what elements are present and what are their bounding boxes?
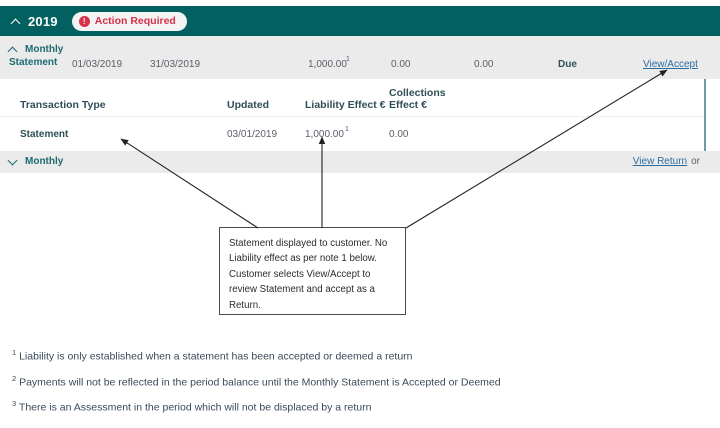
monthly-statement-summary-row[interactable]: Monthly Statement 01/03/2019 31/03/2019 … [0, 36, 720, 79]
alert-circle-icon: ! [78, 15, 90, 27]
monthly-row-title[interactable]: Monthly [9, 156, 63, 167]
summary-title[interactable]: Monthly Statement [9, 43, 63, 69]
table-right-border [704, 79, 706, 151]
column-header-updated: Updated [227, 99, 269, 111]
summary-period-start: 01/03/2019 [72, 59, 123, 70]
transactions-table-header: Transaction Type Updated Liability Effec… [0, 79, 706, 117]
cell-liability-effect-note: 1 [345, 125, 349, 133]
cell-transaction-type: Statement [20, 128, 69, 140]
summary-title-line1: Monthly [25, 44, 64, 55]
view-return-link[interactable]: View Return [632, 156, 688, 167]
monthly-row-actions: View Return or [633, 156, 700, 167]
cell-collections-effect: 0.00 [389, 128, 409, 140]
chevron-up-icon[interactable] [9, 45, 18, 54]
summary-collections-effect: 0.00 [391, 59, 411, 70]
footnote-1-marker: 1 [12, 348, 17, 357]
status-badge: ! Action Required [71, 11, 187, 31]
footnotes: 1 Liability is only established when a s… [12, 342, 712, 419]
column-header-collections-effect: Collections Effect € [389, 87, 446, 111]
summary-status: Due [558, 59, 577, 70]
monthly-row-trailing-text: or [691, 156, 700, 167]
view-accept-link[interactable]: View/Accept [643, 59, 698, 70]
footnote-2-marker: 2 [12, 373, 17, 383]
year-band[interactable]: 2019 ! Action Required [0, 6, 720, 36]
chevron-down-icon[interactable] [9, 157, 18, 166]
year-label: 2019 [28, 13, 58, 29]
column-header-liability-effect: Liability Effect € [305, 99, 386, 111]
monthly-row-label: Monthly [25, 156, 64, 167]
footnote-3-marker: 3 [12, 399, 17, 408]
footnote-1: 1 Liability is only established when a s… [12, 342, 712, 368]
status-badge-label: Action Required [94, 15, 176, 27]
cell-liability-effect: 1,000.00 [305, 128, 344, 140]
footnote-2: 2 Payments will not be reflected in the … [12, 368, 712, 394]
summary-liability-effect-note: 1 [346, 56, 350, 63]
table-row[interactable]: Statement 03/01/2019 1,000.00 1 0.00 [0, 117, 706, 151]
column-header-transaction-type: Transaction Type [20, 99, 106, 111]
footnote-3-text: There is an Assessment in the period whi… [18, 401, 372, 414]
summary-balance: 0.00 [474, 59, 494, 70]
footnote-3: 3 There is an Assessment in the period w… [12, 393, 712, 419]
summary-liability-effect: 1,000.00 [308, 59, 347, 70]
footnote-2-text: Payments will not be reflected in the pe… [19, 376, 501, 388]
monthly-collapsed-row[interactable]: Monthly View Return or [0, 151, 720, 173]
cell-updated: 03/01/2019 [227, 128, 278, 140]
chevron-up-icon[interactable] [12, 17, 21, 26]
footnote-1-text: Liability is only established when a sta… [19, 350, 413, 363]
annotation-callout: Statement displayed to customer. No Liab… [219, 227, 406, 315]
summary-period-end: 31/03/2019 [150, 59, 201, 70]
summary-title-line2: Statement [9, 57, 58, 68]
